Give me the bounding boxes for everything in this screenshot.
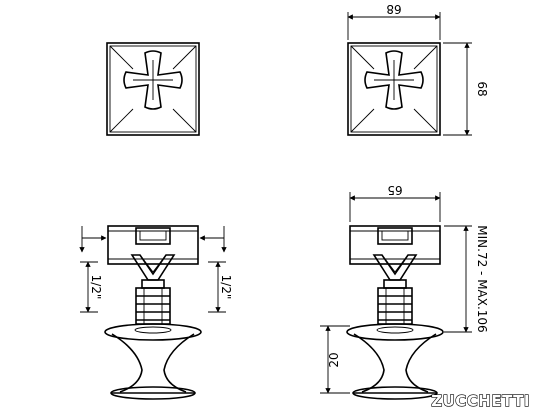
handle-top-view-right xyxy=(347,42,441,136)
valve-side-view-right xyxy=(346,225,444,400)
dimension-body-width: 65 xyxy=(349,183,441,222)
valve-side-view-left: 1/2" 1/2" xyxy=(79,225,233,400)
dimension-top-height: 68 xyxy=(443,42,489,136)
dimension-thread-range: MIN.72 - MAX.106 xyxy=(444,225,489,333)
dim-top-width-label: 68 xyxy=(386,2,401,16)
brand-logo: ZUCCHETTI xyxy=(431,392,530,410)
thread-label-left: 1/2" xyxy=(89,275,103,300)
dim-base-height-label: 20 xyxy=(327,352,341,367)
dimension-top-width: 68 xyxy=(347,2,441,40)
dim-thread-range-label: MIN.72 - MAX.106 xyxy=(475,225,489,332)
handle-top-view-left xyxy=(106,42,200,136)
dim-top-height-label: 68 xyxy=(475,81,489,96)
dimension-base-height: 20 xyxy=(320,325,350,394)
dim-body-width-label: 65 xyxy=(387,183,402,197)
thread-label-right: 1/2" xyxy=(219,275,233,300)
